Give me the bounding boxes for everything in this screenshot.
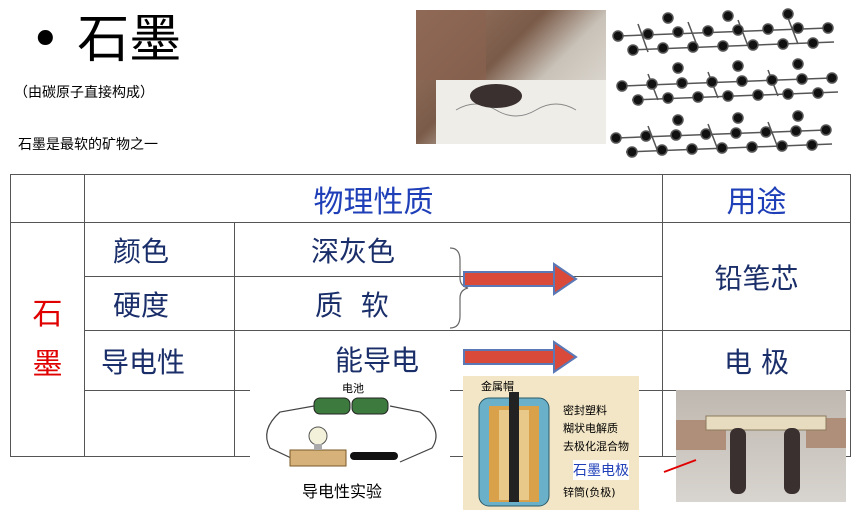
subtitle: （由碳原子直接构成） bbox=[14, 85, 154, 101]
row-header-char: 石 bbox=[32, 296, 63, 332]
use-pencil-lead: 铅笔芯 bbox=[662, 222, 851, 331]
graphite-electrode-label: 石墨电极 bbox=[573, 460, 629, 480]
property-hardness: 硬度 bbox=[84, 276, 235, 331]
layer-1 bbox=[612, 8, 835, 56]
table-row: 石 墨 颜色 深灰色 铅笔芯 bbox=[10, 222, 851, 457]
battery-diagram bbox=[478, 392, 550, 507]
battery-label: 电池 bbox=[342, 382, 364, 395]
bullet: • bbox=[30, 10, 61, 70]
layer-2 bbox=[616, 58, 839, 106]
title-text: 石墨 bbox=[77, 10, 182, 70]
row-header-char: 墨 bbox=[32, 346, 63, 382]
page-title: • 石墨 bbox=[30, 8, 181, 72]
pointer-line bbox=[663, 459, 697, 473]
row-header-graphite: 石 墨 bbox=[10, 222, 85, 457]
pencil-photo bbox=[416, 10, 606, 144]
table-header-row: 物理性质 用途 bbox=[10, 174, 851, 223]
header-empty-cell bbox=[10, 174, 85, 223]
table-row: 硬度 质 软 bbox=[11, 276, 851, 331]
experiment-caption: 导电性实验 bbox=[302, 482, 383, 501]
header-physical-properties: 物理性质 bbox=[84, 174, 663, 223]
battery-part-label: 密封塑料 bbox=[563, 404, 607, 417]
graphite-structure-diagram bbox=[610, 8, 839, 158]
property-conductivity: 导电性 bbox=[84, 330, 235, 391]
brace-icon bbox=[449, 247, 469, 329]
property-color: 颜色 bbox=[84, 222, 235, 277]
drawing-illustration bbox=[416, 10, 606, 144]
battery-part-label: 锌筒(负极) bbox=[563, 486, 616, 499]
circuit-diagram bbox=[266, 397, 437, 467]
hardness-note: 石墨是最软的矿物之一 bbox=[18, 137, 158, 153]
conductivity-experiment: 电池 导电性实验 bbox=[250, 380, 450, 504]
battery-cross-section: 金属帽 密封塑料 糊状电解质 去极化混合物 锌筒(负极) 石墨电极 bbox=[463, 376, 639, 510]
cap-label: 金属帽 bbox=[481, 380, 514, 393]
arrow-right-icon bbox=[463, 340, 578, 374]
battery-part-label: 糊状电解质 bbox=[563, 422, 618, 435]
battery-part-label: 去极化混合物 bbox=[563, 440, 629, 453]
arrow-right-icon bbox=[463, 262, 578, 296]
electrode-photo bbox=[676, 390, 846, 502]
electrode-illustration bbox=[676, 415, 846, 494]
use-electrode: 电 极 bbox=[662, 330, 851, 391]
header-uses: 用途 bbox=[662, 174, 851, 223]
empty-cell bbox=[84, 390, 235, 457]
arrows-overlay bbox=[449, 247, 578, 374]
layer-3 bbox=[610, 110, 833, 158]
value-hardness: 质 软 bbox=[234, 276, 663, 331]
